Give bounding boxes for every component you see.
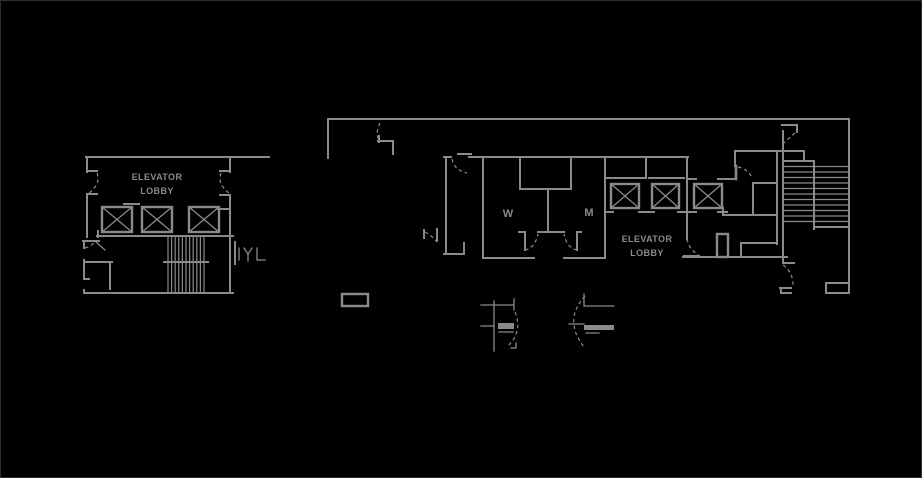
elevator-lobby-label: ELEVATOR	[132, 172, 183, 182]
elevator-lobby-label: LOBBY	[140, 186, 174, 196]
elevator-lobby-label: LOBBY	[630, 248, 664, 258]
door-swing-icon	[84, 172, 230, 249]
walls	[82, 156, 270, 294]
men-room-label: M	[584, 207, 593, 219]
stair-treads	[784, 165, 848, 223]
stair-treads	[167, 237, 205, 292]
column-box	[715, 232, 730, 259]
elevator-shaft-icon	[140, 205, 174, 234]
elevator-shaft-icon	[609, 182, 641, 210]
right-floor-plan: W M ELEVATOR LOBBY	[327, 118, 850, 352]
elevator-shaft-icon	[650, 182, 681, 210]
elevator-shaft-icon	[692, 182, 724, 210]
door-symbol	[568, 293, 615, 348]
left-floor-plan: ELEVATOR LOBBY	[82, 156, 270, 294]
elevator-lobby-label: ELEVATOR	[622, 234, 673, 244]
door-leaf	[95, 241, 106, 251]
door-symbol	[238, 247, 266, 262]
women-room-label: W	[503, 208, 514, 220]
elevator-shaft-icon	[187, 205, 221, 234]
equipment-box	[340, 292, 370, 308]
walls	[327, 118, 850, 294]
door-swing-icon	[376, 122, 796, 286]
door-symbol	[480, 298, 519, 352]
elevator-shaft-icon	[100, 205, 134, 234]
